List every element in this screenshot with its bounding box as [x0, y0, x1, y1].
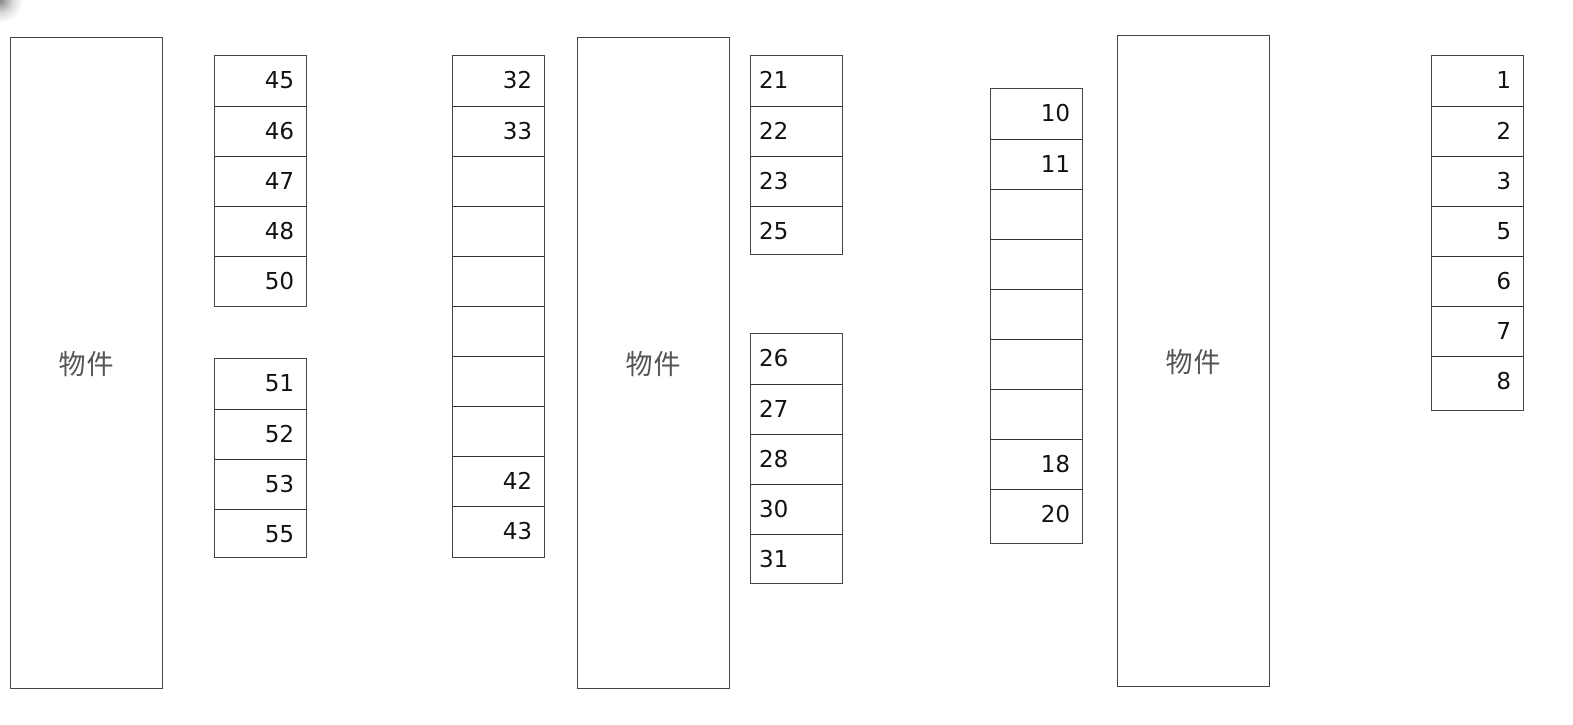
parking-slot[interactable]	[453, 256, 544, 306]
parking-slot[interactable]	[453, 156, 544, 206]
parking-slot[interactable]: 2	[1432, 106, 1523, 156]
parking-slot[interactable]: 26	[759, 346, 789, 372]
parking-slot[interactable]: 25	[751, 206, 842, 256]
parking-slot[interactable]	[453, 206, 544, 256]
parking-slot[interactable]	[991, 189, 1082, 239]
parking-slot[interactable]: 30	[751, 484, 842, 534]
parking-slot[interactable]: 53	[215, 459, 306, 509]
parking-slot[interactable]: 3	[1432, 156, 1523, 206]
parking-slot[interactable]: 5	[1432, 206, 1523, 256]
parking-slot[interactable]: 51	[264, 371, 294, 397]
slot-column-3-top: 21 22 23 25	[750, 55, 843, 255]
parking-slot[interactable]: 8	[1432, 356, 1523, 406]
parking-slot[interactable]: 45	[264, 68, 294, 94]
parking-slot[interactable]: 1	[1496, 68, 1511, 94]
building-label: 物件	[1165, 348, 1222, 379]
slot-column-1-top: 45 46 47 48 50	[214, 55, 307, 307]
slot-column-4: 10 11 18 20	[990, 88, 1083, 544]
parking-slot[interactable]: 43	[453, 506, 544, 556]
parking-slot[interactable]: 46	[215, 106, 306, 156]
parking-slot[interactable]: 21	[759, 68, 789, 94]
parking-slot[interactable]: 32	[502, 68, 532, 94]
parking-slot[interactable]	[453, 356, 544, 406]
parking-slot[interactable]: 48	[215, 206, 306, 256]
parking-slot[interactable]: 11	[991, 139, 1082, 189]
slot-column-5: 1 2 3 5 6 7 8	[1431, 55, 1524, 411]
parking-slot[interactable]: 7	[1432, 306, 1523, 356]
building-label: 物件	[625, 350, 682, 381]
parking-slot[interactable]: 10	[1040, 101, 1070, 127]
parking-slot[interactable]	[991, 339, 1082, 389]
building-2: 物件	[577, 37, 730, 689]
slot-column-2: 32 33 42 43	[452, 55, 545, 558]
parking-slot[interactable]	[991, 389, 1082, 439]
parking-slot[interactable]: 23	[751, 156, 842, 206]
slot-column-3-bottom: 26 27 28 30 31	[750, 333, 843, 584]
parking-slot[interactable]: 6	[1432, 256, 1523, 306]
slot-column-1-bottom: 51 52 53 55	[214, 358, 307, 558]
parking-slot[interactable]: 27	[751, 384, 842, 434]
parking-slot[interactable]	[453, 406, 544, 456]
parking-slot[interactable]: 47	[215, 156, 306, 206]
building-1: 物件	[10, 37, 163, 689]
parking-slot[interactable]	[991, 239, 1082, 289]
parking-slot[interactable]: 33	[453, 106, 544, 156]
parking-slot[interactable]: 20	[991, 489, 1082, 539]
parking-slot[interactable]: 52	[215, 409, 306, 459]
parking-slot[interactable]: 50	[215, 256, 306, 306]
building-label: 物件	[58, 350, 115, 381]
parking-slot[interactable]: 31	[751, 534, 842, 584]
parking-slot[interactable]: 55	[215, 509, 306, 559]
corner-shadow	[0, 0, 22, 22]
parking-slot[interactable]: 22	[751, 106, 842, 156]
building-3: 物件	[1117, 35, 1270, 687]
parking-slot[interactable]: 18	[991, 439, 1082, 489]
parking-slot[interactable]: 28	[751, 434, 842, 484]
parking-slot[interactable]: 42	[453, 456, 544, 506]
parking-slot[interactable]	[991, 289, 1082, 339]
parking-slot[interactable]	[453, 306, 544, 356]
